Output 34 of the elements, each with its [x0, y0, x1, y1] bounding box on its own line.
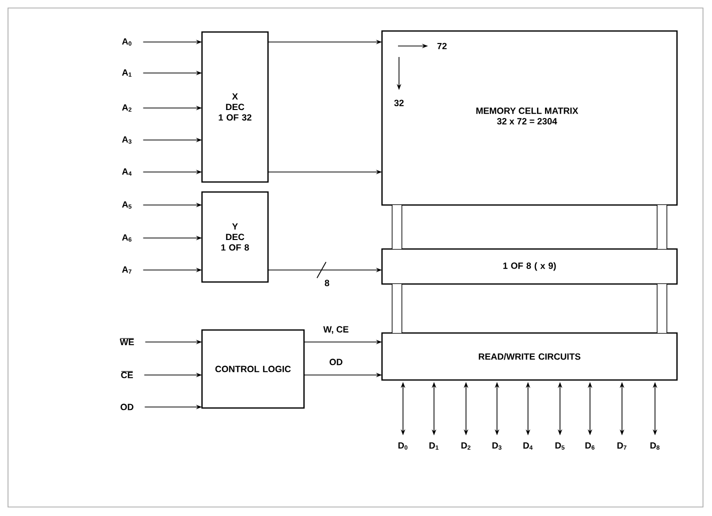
signal-name: A$_{7}$	[122, 266, 132, 274]
circuit-box: READ/WRITE CIRCUITS	[381, 332, 678, 381]
signal-name: WE	[120, 338, 134, 346]
signal-name: A$_{3}$	[122, 136, 132, 144]
data-pin-label: D$_{5}$	[555, 442, 564, 450]
bus-line	[656, 205, 668, 249]
edge-label: OD	[330, 358, 342, 366]
dimension-label: 32	[394, 100, 404, 106]
data-pin-label: D$_{7}$	[617, 442, 626, 450]
edge-label: 8	[324, 280, 330, 286]
data-pin-label: D$_{6}$	[585, 442, 594, 450]
signal-name: A$_{5}$	[122, 201, 132, 209]
signal-name: A$_{1}$	[122, 69, 132, 77]
edge-label: W, CE	[323, 326, 348, 334]
signal-name: A$_{0}$	[122, 38, 132, 46]
decoder-box: X DEC 1 OF 32	[201, 31, 269, 183]
bus-line	[656, 284, 668, 333]
dimension-label: 72	[437, 42, 447, 50]
data-pin-label: D$_{4}$	[523, 442, 533, 450]
data-pin-label: D$_{2}$	[461, 442, 470, 450]
signal-name: A$_{6}$	[122, 234, 132, 242]
bus-line	[392, 205, 402, 249]
logic-box: CONTROL LOGIC	[201, 329, 305, 409]
signal-name: CE	[120, 371, 134, 378]
signal-name: OD	[120, 404, 134, 410]
bus-line	[392, 284, 402, 333]
data-pin-label: D$_{8}$	[650, 442, 660, 450]
data-pin-label: D$_{1}$	[429, 442, 438, 450]
data-pin-label: D$_{3}$	[492, 442, 502, 450]
selector-box: 1 OF 8 ( x 9)	[381, 248, 678, 285]
data-pin-label: D$_{0}$	[398, 442, 408, 450]
decoder-box: Y DEC 1 OF 8	[201, 191, 269, 283]
signal-name: A$_{4}$	[122, 168, 132, 176]
signal-name: A$_{2}$	[122, 104, 132, 112]
